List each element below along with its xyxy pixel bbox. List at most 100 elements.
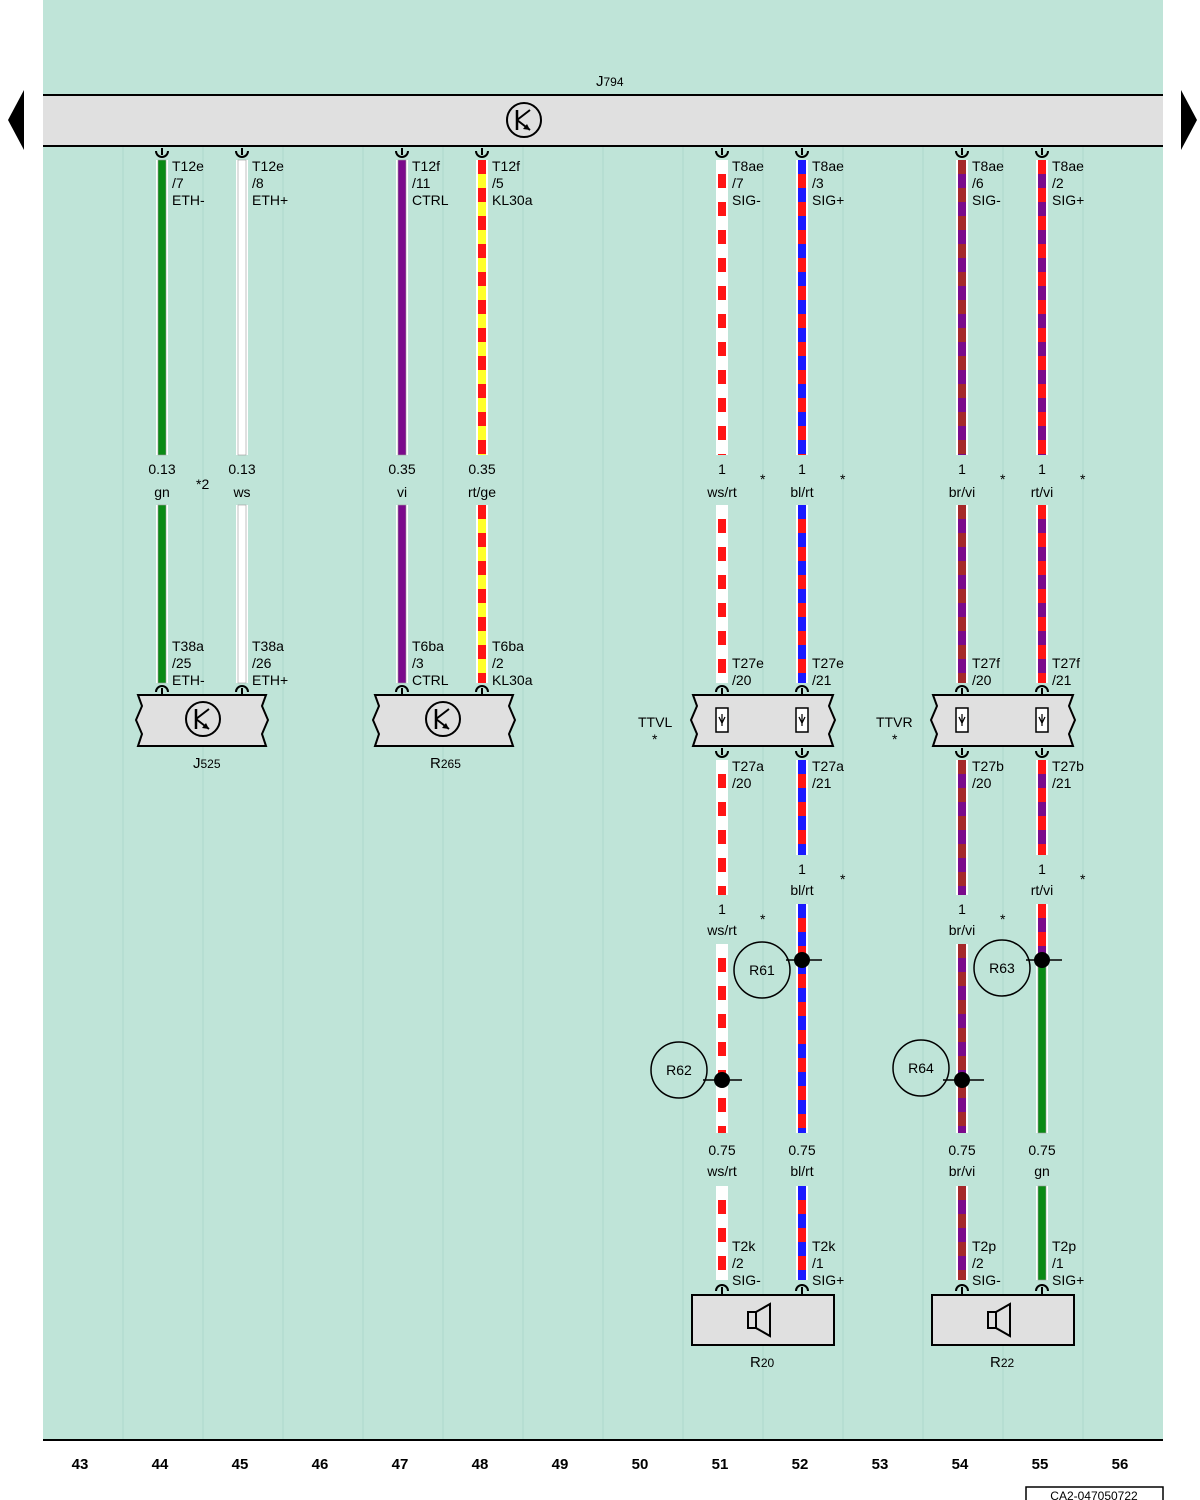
wire-note: * xyxy=(760,471,766,487)
wire-w52-lower xyxy=(796,505,808,683)
pin-label: /20 xyxy=(972,672,992,688)
wire-color-code: rt/vi xyxy=(1031,484,1054,500)
ttvl-star: * xyxy=(652,731,658,747)
pin-label: T6ba xyxy=(412,638,444,654)
r22-label: R22 xyxy=(990,1354,1015,1371)
wire-l54-lower xyxy=(956,1186,968,1280)
svg-text:R63: R63 xyxy=(989,960,1015,976)
connector-pin-icon xyxy=(795,707,809,733)
pin-label: CTRL xyxy=(412,192,449,208)
column-number: 52 xyxy=(792,1456,809,1473)
wire-size: 1 xyxy=(958,901,966,917)
pin-label: T27f xyxy=(1052,655,1080,671)
left-arrow-icon[interactable] xyxy=(8,90,24,150)
pin-label: /21 xyxy=(812,672,832,688)
pin-label: SIG+ xyxy=(1052,1272,1084,1288)
wire-color-code: vi xyxy=(397,484,407,500)
pin-label: /2 xyxy=(732,1255,744,1271)
wire-note: * xyxy=(1080,871,1086,887)
pin-label: /21 xyxy=(1052,775,1072,791)
r20-label: R20 xyxy=(750,1354,775,1371)
pin-label: T8ae xyxy=(972,158,1004,174)
column-number: 55 xyxy=(1032,1456,1049,1473)
column-number: 50 xyxy=(632,1456,649,1473)
pin-label: /5 xyxy=(492,175,504,191)
connector-pin-icon xyxy=(955,707,969,733)
wire-color-code: bl/rt xyxy=(790,484,813,500)
wire-size: 0.75 xyxy=(788,1142,815,1158)
pin-label: T2p xyxy=(1052,1238,1076,1254)
ecu-name: J794 xyxy=(596,73,624,90)
wire-w54-upper xyxy=(956,160,968,455)
pin-label: SIG- xyxy=(732,1272,761,1288)
column-number: 45 xyxy=(232,1456,249,1473)
wire-color-code: br/vi xyxy=(949,1163,975,1179)
column-number: 51 xyxy=(712,1456,729,1473)
wire-w48-upper xyxy=(476,160,488,455)
component-ttvl: TTVL * xyxy=(638,694,837,747)
column-number: 43 xyxy=(72,1456,89,1473)
pin-label: T12f xyxy=(492,158,520,174)
splice-r62: R62 xyxy=(650,1041,742,1099)
pin-label: /3 xyxy=(412,655,424,671)
pin-label: T8ae xyxy=(812,158,844,174)
wire-size: 1 xyxy=(798,461,806,477)
wire-size: 1 xyxy=(718,901,726,917)
pin-label: T8ae xyxy=(732,158,764,174)
pin-label: SIG+ xyxy=(812,1272,844,1288)
ecu-j794-bar xyxy=(43,95,1163,146)
splice-r61: R61 xyxy=(733,941,822,999)
wire-size: 0.75 xyxy=(708,1142,735,1158)
column-number: 47 xyxy=(392,1456,409,1473)
wire-w45-lower xyxy=(236,504,248,684)
right-arrow-icon[interactable] xyxy=(1181,90,1197,150)
pin-label: /6 xyxy=(972,175,984,191)
pin-label: T38a xyxy=(172,638,204,654)
wire-l54-mid xyxy=(956,944,968,1133)
wire-l55-lower xyxy=(1036,1185,1048,1281)
pin-label: T27e xyxy=(812,655,844,671)
wire-l55-mid xyxy=(1036,904,1048,960)
wire-l51-lower xyxy=(716,1186,728,1280)
pin-label: /20 xyxy=(972,775,992,791)
wire-size: 0.75 xyxy=(1028,1142,1055,1158)
wire-size: 1 xyxy=(798,861,806,877)
wire-size: 1 xyxy=(718,461,726,477)
pin-label: /21 xyxy=(1052,672,1072,688)
pin-label: ETH+ xyxy=(252,192,288,208)
column-number: 54 xyxy=(952,1456,969,1473)
wire-note: * xyxy=(760,911,766,927)
wire-l51-upper xyxy=(716,760,728,895)
wire-size: 1 xyxy=(958,461,966,477)
wire-w44-lower xyxy=(156,504,168,684)
pin-label: T38a xyxy=(252,638,284,654)
wire-size: 0.75 xyxy=(948,1142,975,1158)
pin-label: /1 xyxy=(1052,1255,1064,1271)
wire-w51-upper xyxy=(716,160,728,455)
component-r22: R22 xyxy=(931,1294,1075,1371)
component-r265: R265 xyxy=(371,694,517,772)
wire-size: 1 xyxy=(1038,861,1046,877)
connector-pin-icon xyxy=(1035,707,1049,733)
splice-r64: R64 xyxy=(892,1039,984,1097)
wire-l52-mid xyxy=(796,904,808,1133)
wire-l51-mid xyxy=(716,944,728,1133)
wire-w55-upper xyxy=(1036,160,1048,455)
wire-layer: T12e/7ETH-0.13gn*2T38a/25ETH-T12e/8ETH+0… xyxy=(148,147,1086,1295)
pin-label: T27f xyxy=(972,655,1000,671)
document-id: CA2-047050722 xyxy=(1025,1486,1164,1500)
wire-w54-lower xyxy=(956,505,968,683)
pin-label: /2 xyxy=(1052,175,1064,191)
wire-color-code: bl/rt xyxy=(790,882,813,898)
pin-label: /20 xyxy=(732,672,752,688)
pin-label: T6ba xyxy=(492,638,524,654)
pin-label: T12e xyxy=(172,158,204,174)
wire-w51-lower xyxy=(716,505,728,683)
pin-label: SIG+ xyxy=(1052,192,1084,208)
wire-l52-lower xyxy=(796,1186,808,1280)
wire-size: 0.13 xyxy=(228,461,255,477)
pin-label: SIG+ xyxy=(812,192,844,208)
wire-l55-mid2 xyxy=(1036,959,1048,1134)
